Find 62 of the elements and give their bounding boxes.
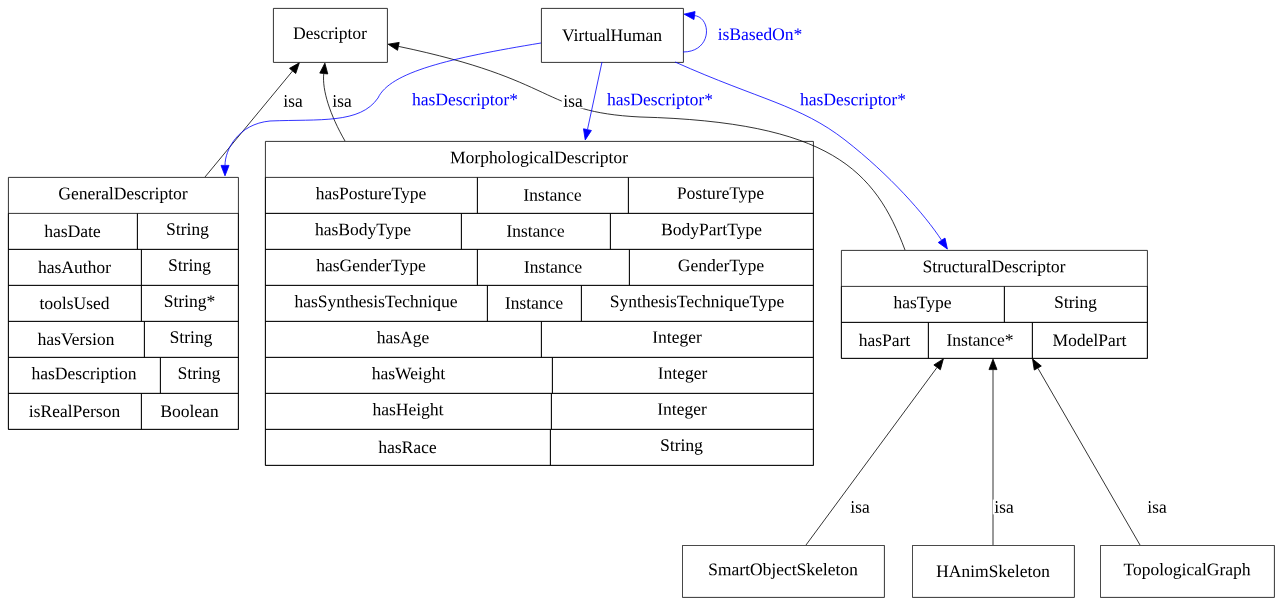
edge-label: hasDescriptor* <box>798 91 908 111</box>
table-cell: hasHeight <box>265 393 552 430</box>
arrow <box>204 62 300 178</box>
edge-label: hasDescriptor* <box>605 91 715 111</box>
table-cell: Integer <box>552 357 814 394</box>
table-cell: Instance <box>477 249 630 286</box>
edge-label: isa <box>330 93 354 109</box>
table-cell: Boolean <box>141 393 239 430</box>
table-cell: hasWeight <box>265 357 553 394</box>
class-box: VirtualHuman <box>541 8 684 63</box>
edge-label: isa <box>848 499 872 515</box>
table-cell: String <box>550 429 814 466</box>
table-cell: BodyPartType <box>610 213 814 250</box>
table-cell: hasDate <box>8 213 138 250</box>
table-cell: hasAuthor <box>8 249 142 286</box>
table-cell: ModelPart <box>1032 322 1148 359</box>
class-box: TopologicalGraph <box>1100 545 1275 598</box>
arrow <box>988 358 998 546</box>
table-cell: hasAge <box>265 321 542 358</box>
table-cell: Instance <box>477 177 629 214</box>
edge-label: isa <box>281 93 305 109</box>
table-cell: Instance <box>487 285 582 322</box>
table-cell: String <box>137 213 239 250</box>
table-cell: String <box>160 357 239 394</box>
table-cell: Instance <box>461 213 611 250</box>
table-cell: hasVersion <box>8 321 145 358</box>
table-cell: String* <box>141 285 239 322</box>
arrow <box>220 42 542 177</box>
edge-label: isa <box>1145 499 1169 515</box>
arrow <box>583 61 603 141</box>
loop-arrow <box>682 11 707 53</box>
table-cell: String <box>141 249 239 286</box>
table-cell: hasRace <box>265 429 551 466</box>
edge-label: isBasedOn* <box>716 26 804 42</box>
table-cell: isRealPerson <box>8 393 142 430</box>
class-box: HAnimSkeleton <box>912 545 1075 598</box>
class-box: Descriptor <box>273 8 388 63</box>
arrow <box>1032 358 1141 546</box>
table-cell: Integer <box>541 321 814 358</box>
arrow <box>805 358 944 546</box>
table-cell: hasBodyType <box>265 213 462 250</box>
arrow <box>387 42 906 251</box>
table-cell: Integer <box>551 393 814 430</box>
table-cell: hasDescription <box>8 357 161 394</box>
class-box: SmartObjectSkeleton <box>682 545 885 598</box>
table-cell: Instance* <box>928 322 1033 359</box>
table-cell: hasType <box>841 286 1005 323</box>
table-cell: String <box>144 321 239 358</box>
table-cell: SynthesisTechniqueType <box>581 285 814 322</box>
edge-label: isa <box>992 499 1016 515</box>
table-cell: hasSynthesisTechnique <box>265 285 488 322</box>
table-cell: PostureType <box>628 177 814 214</box>
arrow <box>319 62 346 142</box>
edge-label: isa <box>561 93 585 109</box>
table-cell: hasPostureType <box>265 177 478 214</box>
arrow <box>674 61 948 250</box>
table-cell: hasGenderType <box>265 249 478 286</box>
table-cell: String <box>1004 286 1148 323</box>
edge-label: hasDescriptor* <box>410 91 520 111</box>
table-cell: hasPart <box>841 322 929 359</box>
table-cell: toolsUsed <box>8 285 142 322</box>
table-cell: GenderType <box>629 249 814 286</box>
